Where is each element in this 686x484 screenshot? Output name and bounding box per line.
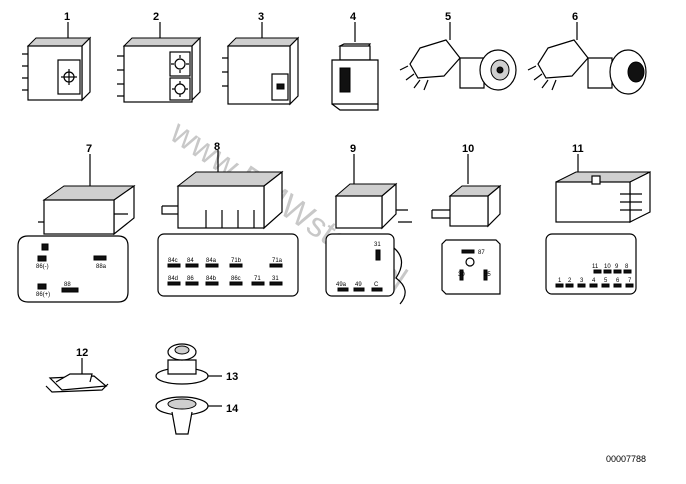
part-6-rotary-switch [527,22,647,95]
pin-8-71b: 71b [231,258,242,264]
part-label-7: 7 [86,143,92,155]
part-14-grommet [155,396,222,435]
pin-8-31: 31 [272,276,279,282]
symbol-icon [276,83,285,90]
pin-8-86c: 86c [231,276,241,282]
part-label-13: 13 [226,371,238,383]
pin-7-86-plus: 86(+) [36,292,50,298]
pin-8-84a: 84a [206,258,217,264]
pin-8-84b: 84b [206,276,217,282]
part-12-clip [45,358,109,393]
pin-10-30: 30 [458,272,465,278]
pin-7-88: 88 [64,282,71,288]
pin-8-71: 71 [254,276,261,282]
pin-11-1: 1 [558,278,562,284]
pin-8-84d: 84d [168,276,178,282]
part-label-2: 2 [153,11,159,23]
pin-8-84: 84 [187,258,194,264]
part-label-14: 14 [226,403,239,415]
pin-8-86: 86 [187,276,194,282]
pin-11-3: 3 [580,278,584,284]
part-label-8: 8 [214,141,220,153]
pin-10-87: 87 [478,250,485,256]
pin-11-7: 7 [628,278,632,284]
pin-7-86-minus: 86(-) [36,264,49,270]
part-10-small-relay [431,154,502,228]
part-label-12: 12 [76,347,88,359]
pin-11-2: 2 [568,278,572,284]
pin-11-9: 9 [615,264,619,270]
lamp-icon [61,69,77,85]
part-label-6: 6 [572,11,578,23]
part-4-push-switch [331,22,379,111]
part-13-fastener [155,343,222,385]
part-8-multi-relay [161,150,284,230]
pin-9-49: 49 [355,282,362,288]
pin-diagram-11 [545,233,637,295]
pin-11-8: 8 [625,264,629,270]
part-label-3: 3 [258,11,264,23]
part-label-11: 11 [572,143,584,155]
pin-8-84c: 84c [168,258,178,264]
knob-center-icon [496,66,504,74]
sun-icon-top [171,55,189,73]
part-label-5: 5 [445,11,451,23]
part-2-double-switch [117,22,202,103]
part-label-4: 4 [350,11,357,23]
part-label-1: 1 [64,11,70,23]
sun-icon-bottom [172,81,188,97]
pin-diagram-7 [17,235,129,303]
pin-10-85: 85 [484,272,491,278]
pin-diagram-10 [441,239,501,295]
part-7-relay [38,154,136,236]
part-label-9: 9 [350,143,356,155]
part-9-flasher-relay [334,154,412,230]
diagram-code: 00007788 [606,454,646,464]
part-11-connector-module [555,154,651,223]
pin-11-6: 6 [616,278,620,284]
part-1-rocker-switch [22,22,92,102]
part-3-symbol-switch [222,22,300,106]
pin-8-71a: 71a [272,258,283,264]
pin-9-c: C [374,282,379,288]
part-5-rotary-switch [399,22,517,91]
pin-9-49a: 49a [336,282,347,288]
pin-9-31: 31 [374,242,381,248]
part-label-10: 10 [462,143,474,155]
pin-7-88a: 88a [96,264,107,270]
knob-cap-icon [627,61,645,83]
rocker-indicator-icon [339,67,351,93]
pin-diagram-8 [157,233,299,297]
pin-11-11: 11 [592,264,599,270]
pin-11-4: 4 [592,278,596,284]
pin-11-5: 5 [604,278,608,284]
pin-diagram-9 [325,233,406,305]
pin-11-10: 10 [604,264,611,270]
